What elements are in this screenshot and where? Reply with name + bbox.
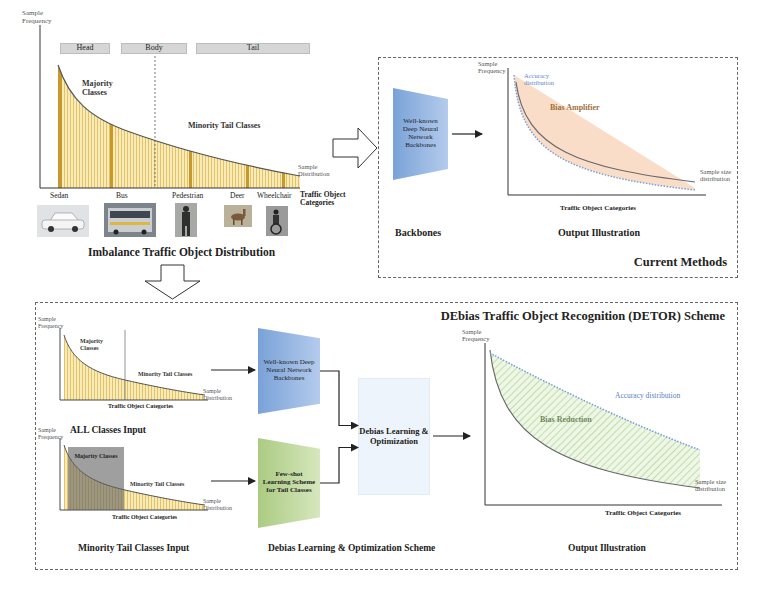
text-label: ALL Classes Input	[70, 425, 200, 435]
axis	[40, 188, 300, 189]
sample-curve	[58, 65, 300, 176]
text-label: Minority Tail Classes	[188, 122, 298, 131]
dashed-group: Current Methods Well-known Deep Neural Ne…	[378, 57, 738, 278]
dashed-group: DEbias Traffic Object Recognition (DETOR…	[35, 302, 738, 570]
node-text: Majority Classes	[74, 453, 117, 460]
text-label: Sample Frequency	[478, 60, 512, 74]
node-text: Head	[77, 44, 94, 53]
text-label: Sample size distribution	[695, 478, 741, 492]
flow-arrow	[211, 480, 255, 481]
text-label: Pedestrian	[172, 192, 222, 200]
deer-photo	[224, 205, 252, 227]
input-chart	[60, 328, 208, 400]
text-label: Minority Tail Classes	[138, 371, 208, 378]
wheelchair-photo	[266, 206, 288, 236]
connector	[320, 448, 358, 484]
text-label: Bus	[116, 192, 146, 200]
text-label: Sedan	[50, 192, 90, 200]
node-text: Well-known Deep Neural Network Backbones	[397, 118, 444, 149]
band-header: Body	[121, 43, 187, 54]
text-label: Output Illustration	[568, 543, 698, 553]
node-text: DEbias Traffic Object Recognition (DETOR…	[441, 309, 725, 323]
text-label: Minority Tail Classes	[130, 481, 200, 488]
text-label: Majority Classes	[82, 80, 122, 98]
text-label: Minority Tail Classes Input	[78, 543, 248, 553]
block-arrow	[333, 128, 377, 168]
pedestrian-photo	[175, 203, 197, 237]
trapezoid-outline	[258, 328, 320, 414]
bus-photo	[104, 203, 156, 237]
text-label: Sample Distribution	[298, 163, 338, 177]
text-label: Wheelchair	[257, 192, 307, 200]
block-arrow	[145, 265, 200, 299]
input-chart	[60, 438, 208, 510]
text-label: Accuracy distribution	[524, 72, 570, 86]
text-label: Imbalance Traffic Object Distribution	[88, 246, 318, 259]
text-label: Backbones	[395, 227, 475, 238]
debias-box: Debias Learning & Optimization	[358, 378, 430, 495]
sedan-photo	[37, 205, 89, 237]
trapezoid-outline	[258, 438, 320, 528]
band-header: Tail	[196, 43, 310, 54]
text-label: Debias Learning & Optimization Scheme	[268, 543, 508, 553]
divider	[155, 56, 156, 188]
fewshot-trapezoid: Few-shot Learning Scheme for Tail Classe…	[258, 438, 320, 528]
text-label: Traffic Object Categories	[108, 403, 208, 410]
text-label: Deer	[230, 192, 260, 200]
text-label: Sample Frequency	[38, 427, 72, 440]
text-label: Sample Distribution	[203, 388, 235, 401]
band-header: Head	[60, 43, 110, 54]
majority-shade: Majority Classes	[68, 447, 124, 510]
node-text: Well-known Deep Neural Network Backbones	[262, 359, 316, 382]
node-text: Debias Learning & Optimization	[359, 427, 429, 446]
text-label: Accuracy distribution	[615, 392, 715, 400]
text-label: Sample Distribution	[203, 498, 235, 511]
text-label: Traffic Object Categories	[605, 510, 735, 518]
text-label: Output Illustration	[558, 227, 688, 238]
text-label: Bias Reduction	[540, 416, 610, 425]
text-label: Sample Frequency	[462, 328, 498, 342]
axis	[40, 25, 41, 188]
node-text: Few-shot Learning Scheme for Tail Classe…	[262, 471, 316, 494]
output-chart	[452, 68, 706, 195]
backbone-trapezoid: Well-known Deep Neural Network Backbones	[258, 328, 320, 414]
text-label: Traffic Object Categories	[300, 191, 360, 208]
text-label: Bias Amplifier	[550, 104, 640, 113]
connector	[320, 371, 358, 426]
trapezoid-outline	[393, 88, 448, 180]
text-label: Traffic Object Categories	[560, 205, 710, 213]
text-label: Traffic Object Categories	[112, 514, 212, 521]
text-label: Sample Frequency	[22, 10, 58, 25]
output-chart	[485, 343, 722, 505]
flow-arrow	[433, 435, 470, 436]
tail-area	[58, 65, 300, 188]
backbone-trapezoid: Well-known Deep Neural Network Backbones	[393, 88, 448, 180]
text-label: Sample Frequency	[38, 316, 72, 329]
node-text: Current Methods	[634, 255, 727, 269]
flow-arrow	[211, 369, 255, 370]
node-text: Tail	[247, 44, 259, 53]
text-label: Majority Classes	[80, 338, 120, 351]
node-text: Body	[145, 44, 162, 53]
text-label: Sample size distribution	[700, 168, 746, 182]
